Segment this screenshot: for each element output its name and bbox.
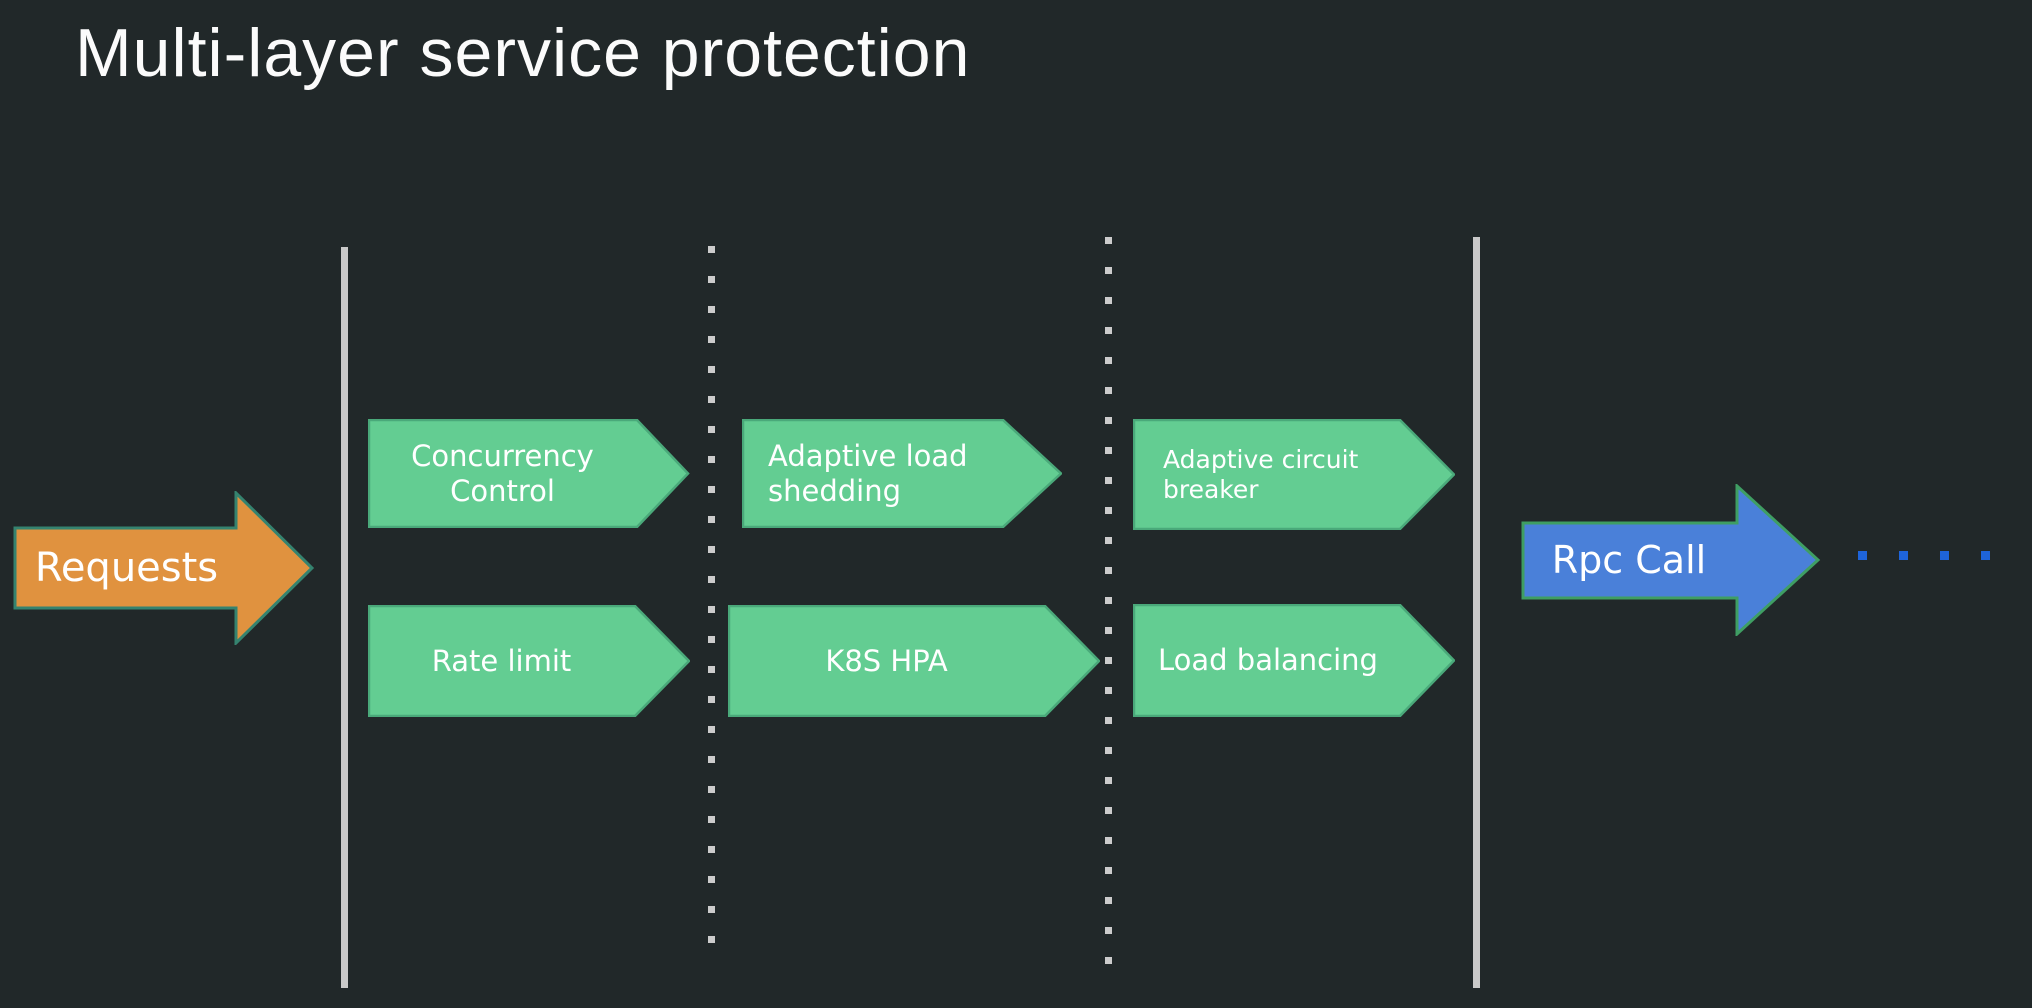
- stage-adaptive-circuit-breaker-label: Adaptive circuit breaker: [1163, 444, 1359, 504]
- boundary-line-right: [1473, 237, 1480, 988]
- stage-adaptive-circuit-breaker-shape: [1133, 419, 1455, 530]
- stage-arrow-polygon: [1133, 419, 1455, 530]
- requests-label: Requests: [34, 545, 219, 591]
- stage-arrow-polygon: [1133, 604, 1455, 717]
- rpc-trailing-dots: [1858, 551, 1990, 560]
- stage-adaptive-load-shedding-shape: [742, 419, 1062, 528]
- stage-load-balancing-label: Load balancing: [1158, 643, 1378, 678]
- stage-rate-limit-label: Rate limit: [431, 643, 572, 678]
- trailing-dot: [1981, 551, 1990, 560]
- stage-adaptive-load-shedding-label: Adaptive load shedding: [768, 438, 968, 508]
- stage-k8s-hpa-shape: [728, 605, 1100, 717]
- stage-arrow-polygon: [728, 605, 1100, 717]
- slide-title: Multi-layer service protection: [75, 15, 971, 91]
- stage-arrow-polygon: [368, 419, 690, 528]
- trailing-dot: [1899, 551, 1908, 560]
- boundary-line-left: [341, 247, 348, 988]
- layer-divider-dotted-2: [1105, 237, 1112, 965]
- stage-concurrency-control-label: Concurrency Control: [411, 438, 594, 508]
- rpc-call-label: Rpc Call: [1551, 537, 1707, 582]
- stage-arrow-polygon: [368, 605, 690, 717]
- layer-divider-dotted-1: [708, 246, 715, 965]
- stage-k8s-hpa-label: K8S HPA: [825, 643, 948, 678]
- rpc-call-arrow-shape: [1521, 484, 1821, 636]
- trailing-dot: [1858, 551, 1867, 560]
- trailing-dot: [1940, 551, 1949, 560]
- stage-arrow-polygon: [742, 419, 1062, 528]
- stage-rate-limit-shape: [368, 605, 690, 717]
- requests-arrow-shape: [13, 491, 315, 645]
- rpc-call-arrow-polygon: [1521, 484, 1821, 636]
- stage-concurrency-control-shape: [368, 419, 690, 528]
- requests-arrow-polygon: [13, 491, 315, 645]
- stage-load-balancing-shape: [1133, 604, 1455, 717]
